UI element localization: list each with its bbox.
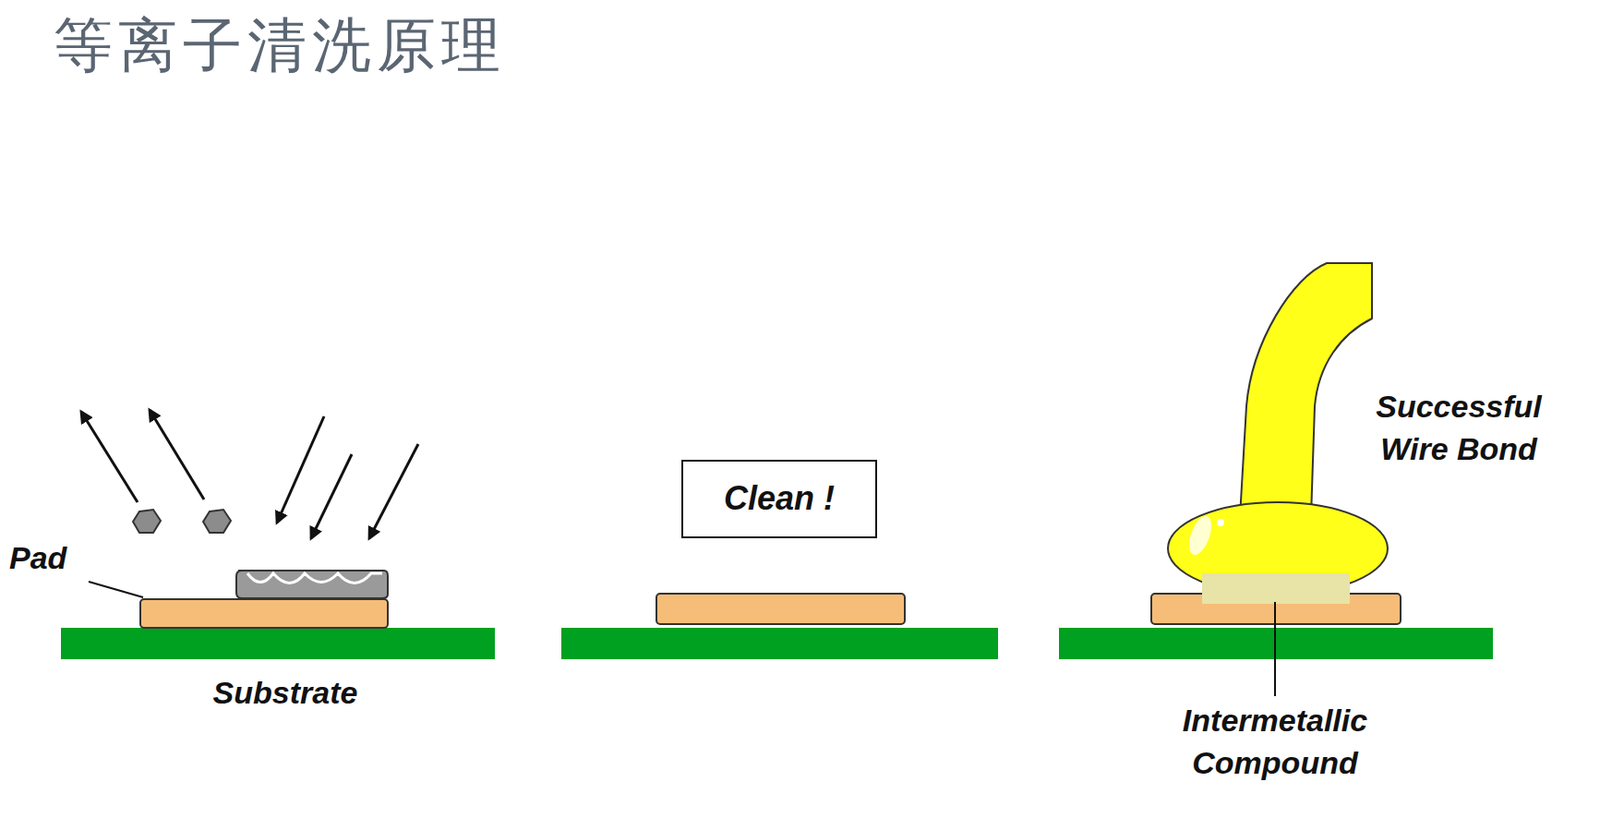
part-label: Pad — [9, 537, 67, 580]
plasma-arrow — [369, 444, 419, 539]
removed-particle — [132, 509, 161, 533]
contamination — [236, 570, 388, 599]
leader-line — [88, 581, 144, 598]
text-box: Clean ! — [681, 459, 878, 539]
pad — [140, 599, 388, 628]
highlight — [1216, 518, 1225, 527]
substrate — [561, 627, 999, 660]
escape-arrow — [149, 409, 205, 500]
plasma-arrow — [276, 416, 325, 523]
box-text: Clean ! — [723, 479, 835, 518]
bond-wire — [1239, 263, 1372, 518]
plasma-arrow — [311, 454, 352, 539]
leader-line — [1274, 601, 1276, 697]
pad — [656, 593, 905, 625]
part-label: Intermetallic Compound — [1164, 699, 1386, 785]
intermetallic-layer — [1202, 573, 1350, 604]
etched-surface — [247, 573, 383, 584]
highlight — [1184, 513, 1216, 558]
escape-arrow — [81, 411, 138, 503]
part-label: Successful Wire Bond — [1359, 385, 1559, 471]
removed-particle — [203, 509, 231, 533]
part-label: Substrate — [213, 672, 359, 715]
page-title: 等离子清洗原理 — [53, 5, 506, 86]
substrate — [60, 627, 495, 660]
